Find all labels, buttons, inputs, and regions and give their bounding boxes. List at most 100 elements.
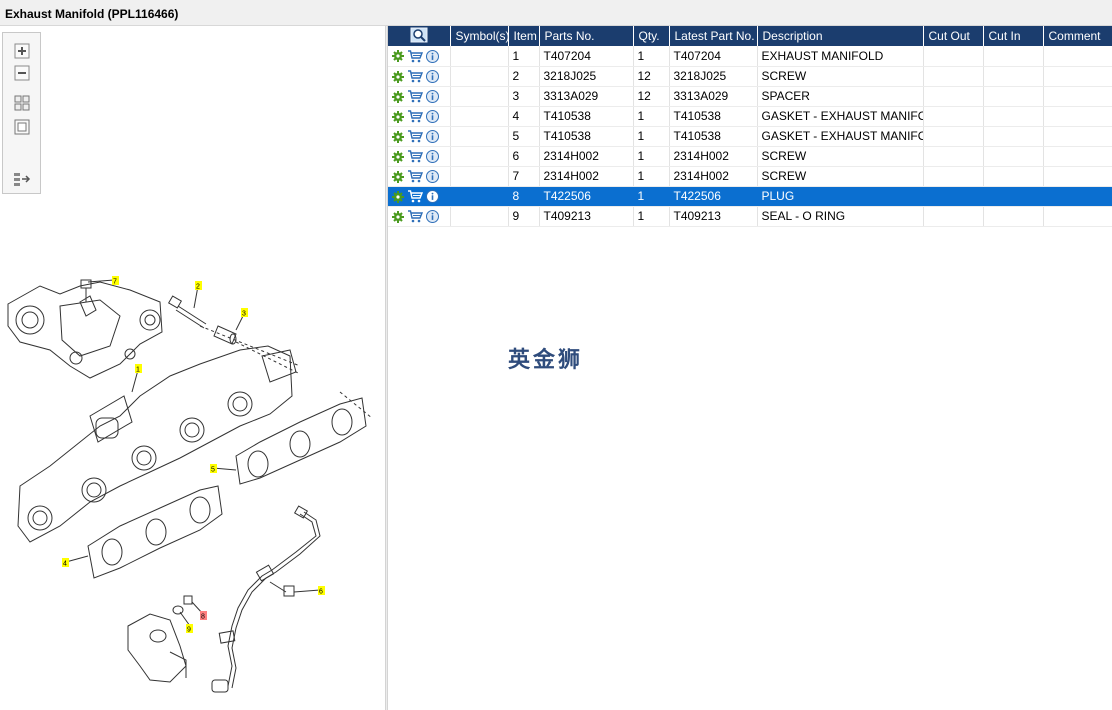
column-header-search[interactable]: [388, 26, 451, 46]
exhaust-manifold-1-drawing: [17, 345, 297, 543]
info-icon[interactable]: [426, 110, 439, 124]
gear-icon[interactable]: [392, 110, 404, 123]
cell-description: SCREW: [757, 66, 924, 87]
gear-icon[interactable]: [392, 210, 404, 223]
cell-cut-out: [923, 46, 984, 67]
callout-8-selected[interactable]: 8: [200, 611, 207, 621]
column-header-parts-no[interactable]: Parts No.: [539, 26, 634, 46]
info-icon[interactable]: [426, 170, 439, 184]
cell-latest-part-no: 2314H002: [669, 166, 758, 187]
cell-cut-in: [983, 46, 1044, 67]
callout-4[interactable]: 4: [62, 558, 69, 568]
cart-icon[interactable]: [407, 70, 423, 83]
info-icon[interactable]: [426, 190, 439, 204]
cart-icon[interactable]: [407, 170, 423, 183]
cell-cut-out: [923, 66, 984, 87]
cart-icon[interactable]: [407, 150, 423, 163]
info-icon[interactable]: [426, 150, 439, 164]
toggle-panel-button[interactable]: [11, 169, 33, 189]
gear-icon[interactable]: [392, 170, 404, 183]
callout-7[interactable]: 7: [112, 276, 119, 286]
cell-description: SEAL - O RING: [757, 206, 924, 227]
cart-icon[interactable]: [407, 130, 423, 143]
cell-symbols: [450, 186, 509, 207]
cell-comment: [1043, 46, 1112, 67]
column-header-description[interactable]: Description: [757, 26, 924, 46]
cell-cut-in: [983, 186, 1044, 207]
svg-text:3: 3: [242, 311, 246, 318]
cell-latest-part-no: 3218J025: [669, 66, 758, 87]
diagram-pane[interactable]: 7 2 3 1 5 4 6 9 8: [0, 26, 385, 710]
info-icon[interactable]: [426, 130, 439, 144]
actual-size-icon: [14, 119, 30, 135]
callout-6[interactable]: 6: [318, 586, 325, 596]
cell-qty: 1: [633, 186, 670, 207]
gear-icon[interactable]: [392, 70, 404, 83]
cell-comment: [1043, 106, 1112, 127]
gear-icon[interactable]: [392, 50, 404, 63]
exploded-parts-diagram[interactable]: 7 2 3 1 5 4 6 9 8: [0, 246, 385, 706]
row-actions: [388, 66, 451, 87]
info-icon[interactable]: [426, 49, 439, 63]
cell-comment: [1043, 146, 1112, 167]
zoom-in-button[interactable]: [11, 41, 33, 61]
cell-item: 3: [508, 86, 540, 107]
gear-icon[interactable]: [392, 190, 404, 203]
column-header-qty[interactable]: Qty.: [633, 26, 670, 46]
callout-2[interactable]: 2: [195, 281, 202, 291]
cell-description: SPACER: [757, 86, 924, 107]
cell-qty: 1: [633, 206, 670, 227]
cart-icon[interactable]: [407, 110, 423, 123]
callout-9[interactable]: 9: [186, 624, 193, 634]
elbow-housing-drawing: [127, 613, 187, 683]
gear-icon[interactable]: [392, 150, 404, 163]
cell-item: 8: [508, 186, 540, 207]
cart-icon[interactable]: [407, 190, 423, 203]
pane-splitter[interactable]: [385, 26, 388, 710]
cell-latest-part-no: T410538: [669, 106, 758, 127]
info-icon[interactable]: [426, 70, 439, 84]
cell-cut-out: [923, 106, 984, 127]
cell-description: PLUG: [757, 186, 924, 207]
cart-icon[interactable]: [407, 210, 423, 223]
column-header-cut-out[interactable]: Cut Out: [923, 26, 984, 46]
callout-3[interactable]: 3: [241, 308, 248, 318]
plug-seal-drawing: [172, 595, 193, 615]
row-actions: [388, 106, 451, 127]
zoom-out-button[interactable]: [11, 63, 33, 83]
callout-5[interactable]: 5: [210, 464, 217, 474]
info-icon[interactable]: [426, 90, 439, 104]
svg-text:8: 8: [201, 614, 205, 621]
actual-size-button[interactable]: [11, 117, 33, 137]
column-header-cut-in[interactable]: Cut In: [983, 26, 1044, 46]
callout-1[interactable]: 1: [135, 364, 142, 374]
watermark: 英金狮: [508, 348, 584, 373]
gear-icon[interactable]: [392, 90, 404, 103]
row-actions: [388, 206, 451, 227]
cell-latest-part-no: T422506: [669, 186, 758, 207]
fit-to-window-button[interactable]: [11, 93, 33, 113]
info-icon[interactable]: [426, 210, 439, 224]
column-header-latest-part-no[interactable]: Latest Part No.: [669, 26, 758, 46]
gear-icon[interactable]: [392, 130, 404, 143]
cell-parts-no: 3313A029: [539, 86, 634, 107]
column-header-comment[interactable]: Comment: [1043, 26, 1112, 46]
svg-text:6: 6: [319, 589, 323, 596]
cart-icon[interactable]: [407, 90, 423, 103]
cell-cut-out: [923, 86, 984, 107]
cart-icon[interactable]: [407, 50, 423, 63]
cell-cut-in: [983, 106, 1044, 127]
cell-comment: [1043, 66, 1112, 87]
cell-qty: 12: [633, 66, 670, 87]
column-header-symbols[interactable]: Symbol(s): [450, 26, 509, 46]
column-header-item[interactable]: Item: [508, 26, 540, 46]
